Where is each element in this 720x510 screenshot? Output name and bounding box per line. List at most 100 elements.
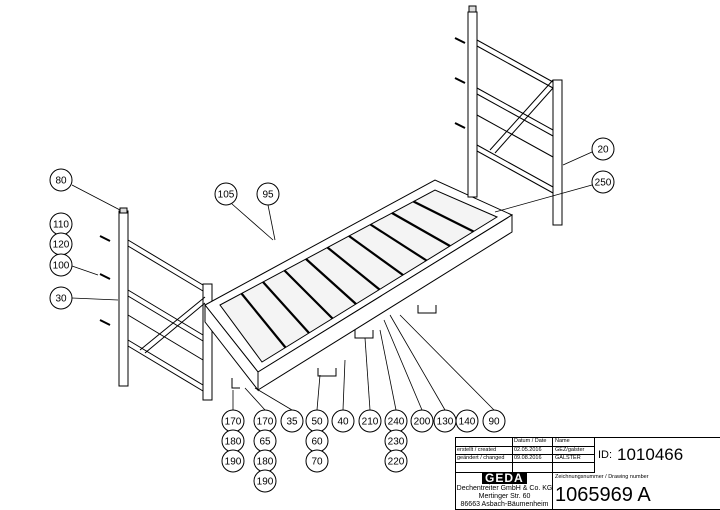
callout-number: 30 [55,294,67,305]
callout-20: 20 [591,137,615,161]
created-date: 02.05.2016 [514,447,542,453]
company-address: Dechentreiter GmbH & Co. KG Mertinger St… [456,485,553,509]
callout-number: 140 [459,417,476,428]
callout-number: 65 [259,437,271,448]
company-city: 86663 Asbach-Bäumenheim [460,501,549,508]
callout-230: 230 [384,429,408,453]
callout-130: 130 [433,409,457,433]
callout-180: 180 [253,449,277,473]
callout-190: 190 [253,469,277,493]
callout-30: 30 [49,286,73,310]
callout-circle [221,449,245,473]
callout-210: 210 [358,409,382,433]
callout-circle [482,409,506,433]
deck-slats [240,200,474,349]
left-ladder-frame [118,207,213,401]
callout-170: 170 [253,409,277,433]
right-ladder-frame [467,5,563,226]
id-label: ID: [598,449,613,461]
callout-circle [591,137,615,161]
callout-190: 190 [221,449,245,473]
callout-number: 50 [311,417,323,428]
company-street: Mertinger Str. 60 [478,493,531,500]
callout-number: 90 [488,417,500,428]
callout-40: 40 [331,409,355,433]
callout-70: 70 [305,449,329,473]
callout-120: 120 [49,232,73,256]
callout-170: 170 [221,409,245,433]
callout-65: 65 [253,429,277,453]
geda-logo: GEDA [482,472,527,484]
id-value: 1010466 [617,445,684,464]
callout-number: 130 [437,417,454,428]
changed-name: GALSTER [555,455,581,461]
callout-number: 120 [53,240,70,251]
deck-slat [369,223,428,262]
callout-220: 220 [384,449,408,473]
deck-slat [391,212,451,247]
deck-slat [305,258,357,305]
company-name: Dechentreiter GmbH & Co. KG [456,485,553,492]
callout-number: 40 [337,417,349,428]
changed-date: 09.08.2016 [514,455,542,461]
callout-95: 95 [256,182,280,206]
callout-circle [49,253,73,277]
callout-circle [305,449,329,473]
callout-number: 105 [218,190,235,201]
callout-circle [384,449,408,473]
callout-circle [49,168,73,192]
callout-200: 200 [410,409,434,433]
callout-circle [214,182,238,206]
callout-105: 105 [214,182,238,206]
callout-circle [49,286,73,310]
callout-35: 35 [280,409,304,433]
callout-number: 95 [262,190,274,201]
callout-250: 250 [591,170,615,194]
deck-slat [283,269,334,320]
callout-number: 180 [225,437,242,448]
deck-slat [413,200,474,233]
callout-circle [455,409,479,433]
drawing-number: 1065969 A [555,484,651,506]
platform-deck [204,179,514,392]
callout-number: 200 [414,417,431,428]
callout-50: 50 [305,409,329,433]
callout-circle [280,409,304,433]
callout-90: 90 [482,409,506,433]
callout-number: 190 [257,477,274,488]
callout-circle [410,409,434,433]
callout-60: 60 [305,429,329,453]
callout-circle [256,182,280,206]
callout-circle [358,409,382,433]
date-header: Datum / Date [514,438,547,444]
created-label: erstellt / created [457,447,497,453]
callout-number: 110 [53,220,69,231]
deck-slat [262,281,310,334]
brackets [231,305,437,389]
drawing-number-label: Zeichnungsnummer / Drawing number [555,474,649,480]
callout-number: 35 [286,417,298,428]
callout-number: 20 [597,145,609,156]
deck-slat [348,235,404,276]
callout-80: 80 [49,168,73,192]
callout-140: 140 [455,409,479,433]
callout-110: 110 [49,212,73,236]
callout-100: 100 [49,253,73,277]
callout-number: 190 [225,457,242,468]
bolts-right [454,37,466,129]
deck-slat [326,246,381,291]
callout-number: 100 [53,261,70,272]
callout-number: 80 [55,176,67,187]
callout-number: 240 [388,417,405,428]
callout-number: 170 [225,417,242,428]
callout-number: 250 [595,178,612,189]
callout-number: 180 [257,457,274,468]
callout-number: 60 [311,437,323,448]
callout-circle [331,409,355,433]
callout-number: 210 [362,417,379,428]
deck-slat [240,292,287,349]
changed-label: geändert / changed [457,455,505,461]
callout-number: 220 [388,457,405,468]
callout-number: 70 [311,457,323,468]
